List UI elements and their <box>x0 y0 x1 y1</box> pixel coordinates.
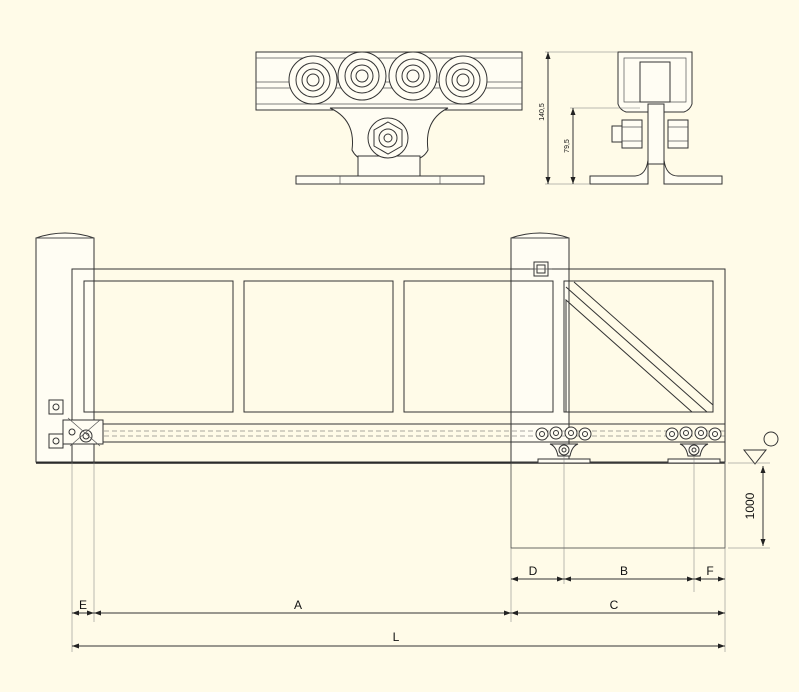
carriage-side-view <box>589 51 723 185</box>
dim-label-A: A <box>294 598 302 612</box>
dim-label-E: E <box>79 598 87 612</box>
dim-label-C: C <box>610 598 619 612</box>
level-marker-icon <box>728 431 779 549</box>
carriage-height-axle-label: 79,5 <box>564 139 571 153</box>
end-stop-icon <box>48 399 104 449</box>
carriage-height-total-label: 140,5 <box>539 103 546 121</box>
foundation-block <box>510 462 726 549</box>
dim-label-B: B <box>620 564 628 578</box>
carriage-wheel-icon <box>388 51 438 101</box>
ground-height-label: 1000 <box>743 492 757 519</box>
carriage-1-icon <box>535 426 592 464</box>
dim-label-L: L <box>393 630 400 644</box>
dim-label-F: F <box>706 564 713 578</box>
carriage-2-icon <box>665 426 722 464</box>
carriage-wheel-icon <box>438 55 488 105</box>
carriage-bolt-icon <box>367 117 409 159</box>
gate-leaf <box>71 268 726 463</box>
top-guide-roller-icon <box>530 261 552 277</box>
carriage-front-view <box>255 51 523 185</box>
carriage-wheel-icon <box>288 55 338 105</box>
dim-label-D: D <box>529 564 538 578</box>
carriage-wheel-icon <box>337 51 387 101</box>
